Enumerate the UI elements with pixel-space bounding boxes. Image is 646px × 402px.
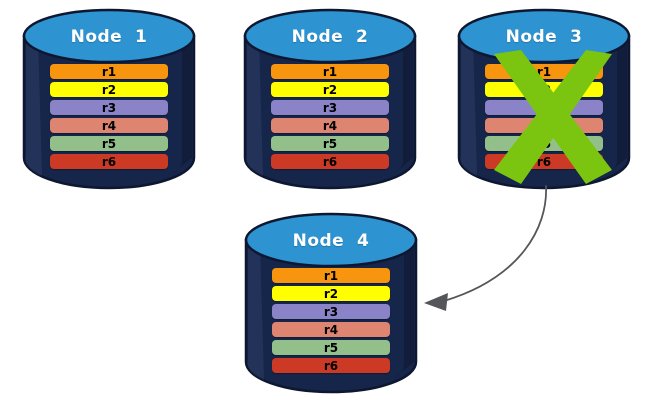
row-r2[interactable]: r2 [271,82,389,97]
row-label: r3 [536,100,552,115]
row-r6[interactable]: r6 [50,154,168,169]
row-label: r6 [536,154,552,169]
row-r2[interactable]: r2 [485,82,603,97]
row-label: r6 [322,154,338,169]
row-label: r4 [536,118,552,133]
row-r2[interactable]: r2 [50,82,168,97]
node-2-rows: r1 r2 r3 r4 r5 r6 [243,64,417,169]
row-r6[interactable]: r6 [272,358,390,373]
row-label: r5 [536,136,552,151]
row-label: r1 [322,64,338,79]
row-r3[interactable]: r3 [272,304,390,319]
row-r3[interactable]: r3 [50,100,168,115]
row-label: r2 [323,286,339,301]
row-r4[interactable]: r4 [272,322,390,337]
row-label: r6 [101,154,117,169]
row-r1[interactable]: r1 [271,64,389,79]
row-r5[interactable]: r5 [272,340,390,355]
row-r1[interactable]: r1 [50,64,168,79]
row-r5[interactable]: r5 [485,136,603,151]
row-r1[interactable]: r1 [485,64,603,79]
row-label: r1 [536,64,552,79]
node-4[interactable]: Node 4 r1 r2 r3 r4 r5 r6 [244,212,418,394]
row-label: r1 [323,268,339,283]
row-r2[interactable]: r2 [272,286,390,301]
row-label: r4 [323,322,339,337]
row-r6[interactable]: r6 [271,154,389,169]
row-r3[interactable]: r3 [271,100,389,115]
row-r5[interactable]: r5 [271,136,389,151]
node-1-rows: r1 r2 r3 r4 r5 r6 [22,64,196,169]
row-label: r5 [323,340,339,355]
row-label: r4 [101,118,117,133]
node-3-rows: r1 r2 r3 r4 r5 r6 [457,64,631,169]
row-label: r2 [101,82,117,97]
row-r4[interactable]: r4 [271,118,389,133]
row-r6[interactable]: r6 [485,154,603,169]
row-r5[interactable]: r5 [50,136,168,151]
row-label: r2 [322,82,338,97]
row-label: r2 [536,82,552,97]
row-label: r6 [323,358,339,373]
row-label: r3 [101,100,117,115]
row-r4[interactable]: r4 [485,118,603,133]
node-3[interactable]: Node 3 r1 r2 r3 r4 r5 r6 [457,8,631,190]
node-1[interactable]: Node 1 r1 r2 r3 r4 r5 r6 [22,8,196,190]
row-r1[interactable]: r1 [272,268,390,283]
row-label: r3 [323,304,339,319]
row-label: r3 [322,100,338,115]
row-label: r4 [322,118,338,133]
row-r3[interactable]: r3 [485,100,603,115]
row-label: r5 [101,136,117,151]
node-2[interactable]: Node 2 r1 r2 r3 r4 r5 r6 [243,8,417,190]
row-r4[interactable]: r4 [50,118,168,133]
node-4-rows: r1 r2 r3 r4 r5 r6 [244,268,418,373]
row-label: r5 [322,136,338,151]
row-label: r1 [101,64,117,79]
